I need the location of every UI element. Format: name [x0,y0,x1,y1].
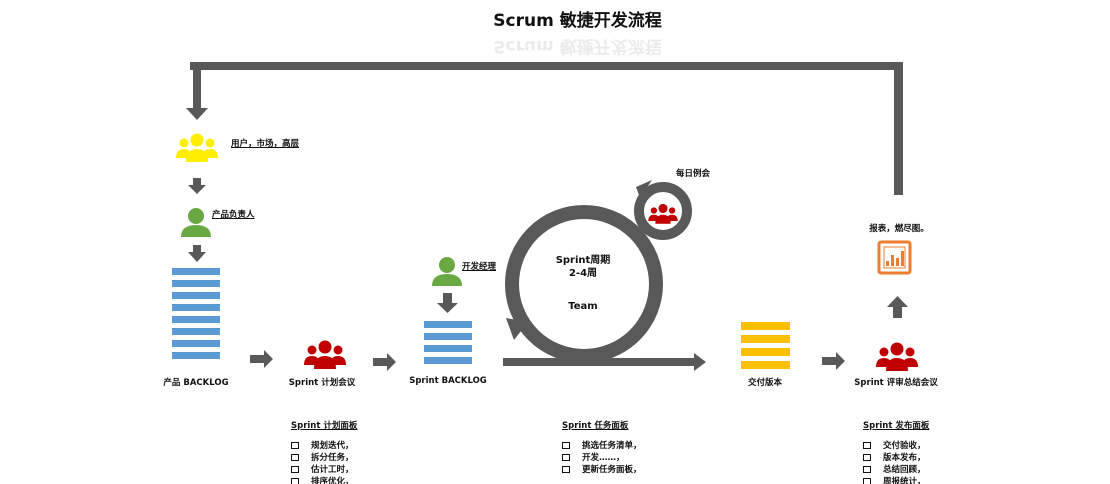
arrow-down-1 [188,178,206,194]
panel-title: Sprint 计划面板 [291,421,358,431]
report-label: 报表，燃尽图。 [869,224,929,234]
arrow-up-1 [887,296,908,318]
panel-title: Sprint 发布面板 [863,421,930,431]
arrow-down-3 [437,293,458,313]
sprint-backlog-label: Sprint BACKLOG [409,376,487,386]
product-owner-label: 产品负责人 [212,210,255,220]
arrow-right-1 [250,350,273,368]
release-panel: Sprint 发布面板 交付验收， 版本发布， 总结回顾， 周报统计， [863,419,929,484]
review-meeting-label: Sprint 评审总结会议 [854,378,938,388]
loop-arrow [186,62,903,195]
sprint-period: Sprint周期 [555,255,611,266]
sprint-backlog-icon [424,321,472,369]
task-panel: Sprint 任务面板 挑选任务清单， 开发……， 更新任务面板， [562,419,642,475]
arrow-down-2 [188,245,206,262]
checkbox-icon [291,453,299,461]
list-item: 总结回顾， [863,463,929,475]
team-label: Team [568,301,598,312]
planning-panel: Sprint 计划面板 规划迭代， 拆分任务， 估计工时， 排序优化， [291,419,357,484]
list-item: 交付验收， [863,439,929,451]
product-backlog-label: 产品 BACKLOG [163,378,229,388]
list-item: 更新任务面板， [562,463,642,475]
arrow-right-2 [373,353,396,371]
list-item: 周报统计， [863,475,929,484]
list-item: 规划迭代， [291,439,357,451]
dev-manager-icon [432,257,462,286]
list-item: 估计工时， [291,463,357,475]
list-item: 版本发布， [863,451,929,463]
product-backlog-icon [172,268,220,364]
checkbox-icon [863,465,871,473]
checkbox-icon [291,465,299,473]
sprint-flow-arrow [503,353,706,371]
checkbox-icon [291,477,299,484]
dev-manager-label: 开发经理 [462,262,497,272]
checkbox-icon [863,453,871,461]
review-team-icon [876,342,918,371]
diagram-title: Scrum 敏捷开发流程 [493,11,662,31]
arrow-right-3 [822,352,845,370]
list-item: 拆分任务， [291,451,357,463]
product-owner-icon [181,208,211,237]
chart-report-icon [877,240,912,275]
sprint-duration: 2-4周 [568,268,598,279]
daily-standup-label: 每日例会 [676,169,711,179]
planning-meeting-label: Sprint 计划会议 [288,378,356,388]
stakeholders-label: 用户，市场，高层 [231,139,300,149]
deliverable-icon [741,322,790,374]
panel-title: Sprint 任务面板 [562,421,629,431]
checkbox-icon [562,465,570,473]
checkbox-icon [291,441,299,449]
list-item: 挑选任务清单， [562,439,642,451]
list-item: 开发……， [562,451,642,463]
checkbox-icon [562,453,570,461]
stakeholders-icon [176,133,218,162]
deliverable-label: 交付版本 [747,378,783,388]
list-item: 排序优化， [291,475,357,484]
planning-team-icon [304,340,346,369]
checkbox-icon [863,477,871,484]
checkbox-icon [562,441,570,449]
checkbox-icon [863,441,871,449]
